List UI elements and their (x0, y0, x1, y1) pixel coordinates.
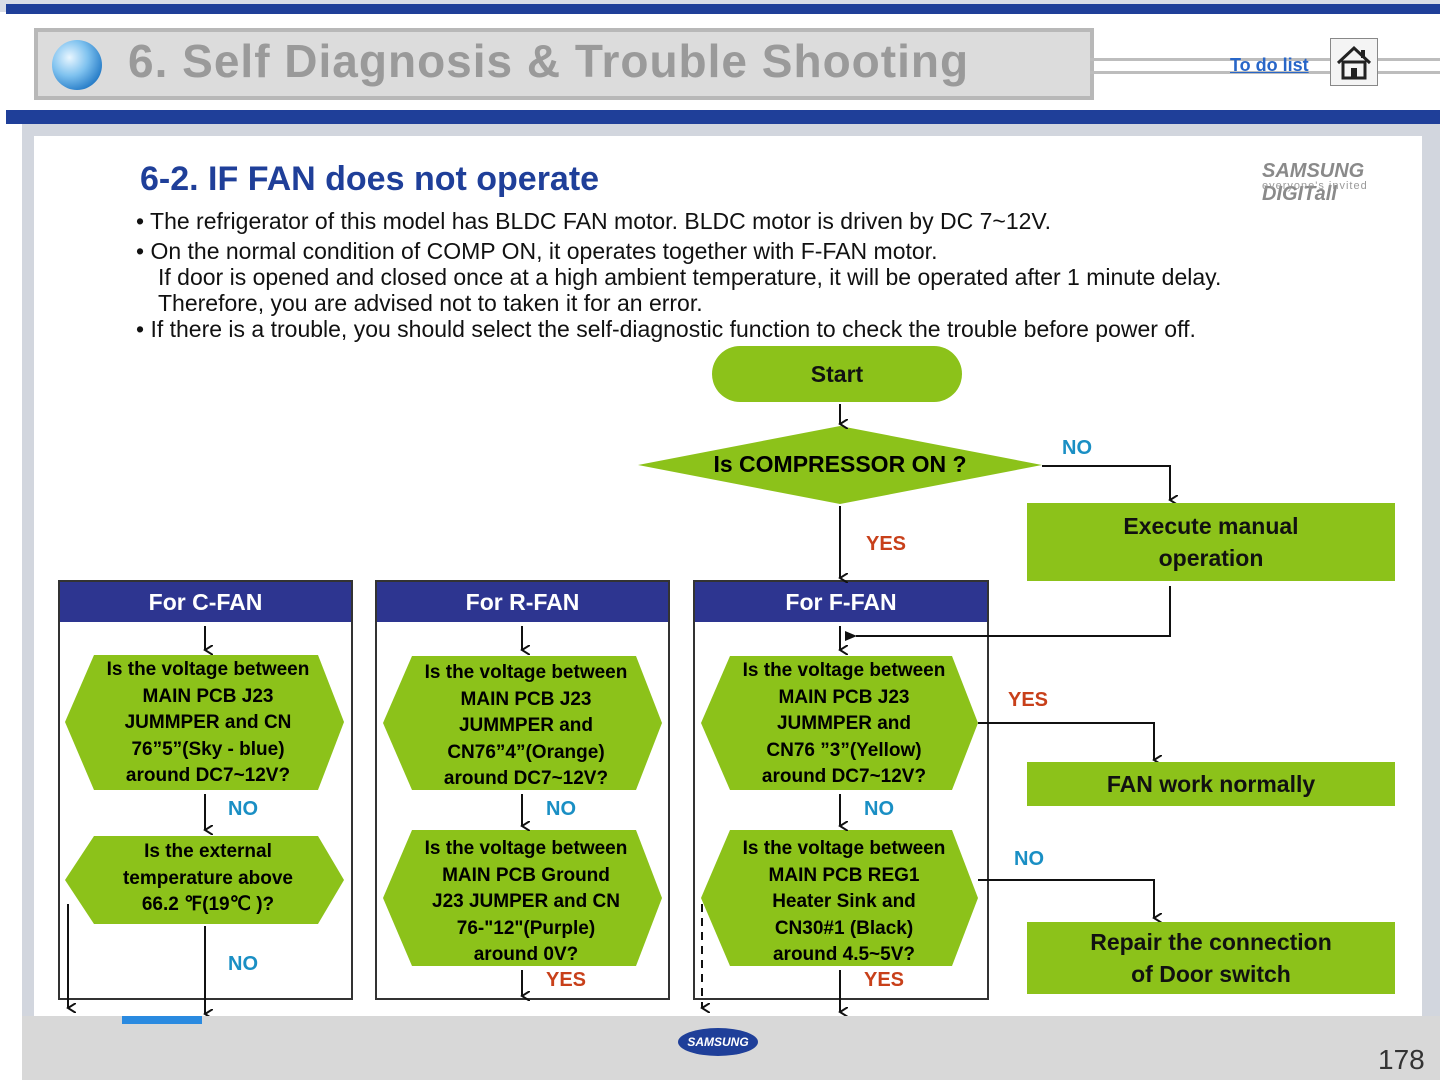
compressor-yes-label: YES (866, 533, 907, 555)
r-fan-q1-line-1: Is the voltage between (424, 662, 628, 683)
r-fan-q2-line-5: around 0V? (473, 944, 579, 965)
c-fan-question-1: Is the voltage between MAIN PCB J23 JUMM… (90, 657, 326, 790)
page-title: 6. Self Diagnosis & Trouble Shooting (128, 35, 970, 87)
c-fan-header: For C-FAN (60, 582, 351, 622)
header-rule (1090, 58, 1440, 74)
r-fan-header: For R-FAN (377, 582, 668, 622)
f-fan-q2-line-2: MAIN PCB REG1 (768, 864, 920, 886)
f-fan-question-2: Is the voltage between MAIN PCB REG1 Hea… (726, 836, 962, 969)
globe-icon (52, 40, 102, 90)
samsung-footer-logo: SAMSUNG (678, 1028, 758, 1056)
r-fan-q1-line-4: CN76”4”(Orange) (447, 741, 605, 763)
blue-band (6, 110, 1440, 124)
compressor-no-label: NO (1062, 437, 1092, 459)
f-fan-q2-line-4: CN30#1 (Black) (774, 917, 914, 939)
c-fan-q2-line-2: temperature above (122, 867, 293, 889)
home-icon (1336, 45, 1372, 80)
compressor-question: Is COMPRESSOR ON ? (713, 451, 967, 477)
c-fan-q1-line-3: JUMMPER and CN (124, 712, 292, 733)
repair-line-2: of Door switch (1131, 961, 1291, 987)
f-fan-no-side-label: NO (1014, 848, 1044, 870)
c-fan-q2-line-3: 66.2 ℉(19℃ )? (141, 894, 275, 915)
f-fan-q1-shape (701, 656, 978, 790)
f-fan-yes-label: YES (864, 969, 905, 991)
bullet-2-cont-2: Therefore, you are advised not to taken … (158, 290, 703, 316)
samsung-tagline: everyone's invited (1262, 180, 1368, 192)
c-fan-question-2: Is the external temperature above 66.2 ℉… (90, 839, 326, 919)
f-fan-header: For F-FAN (695, 582, 987, 622)
f-fan-no-label: NO (864, 798, 894, 820)
home-button[interactable] (1330, 38, 1378, 86)
f-fan-q2-line-3: Heater Sink and (772, 891, 916, 912)
r-fan-q1-line-2: MAIN PCB J23 (460, 688, 592, 710)
bullet-2: • On the normal condition of COMP ON, it… (136, 238, 938, 264)
f-fan-q1-line-2: MAIN PCB J23 (778, 686, 910, 708)
r-fan-q1-line-5: around DC7~12V? (443, 768, 609, 789)
page-number: 178 (1378, 1044, 1425, 1075)
r-fan-question-2: Is the voltage between MAIN PCB Ground J… (408, 836, 644, 969)
todo-list-link[interactable]: To do list (1230, 55, 1309, 75)
start-node: Start (712, 346, 962, 402)
bullet-2-cont-1: If door is opened and closed once at a h… (158, 264, 1222, 290)
footer-accent (122, 1016, 202, 1024)
r-fan-q2-line-4: 76-"12"(Purple) (456, 917, 596, 939)
f-fan-q2-line-1: Is the voltage between (742, 838, 946, 859)
c-fan-q1-line-2: MAIN PCB J23 (142, 685, 274, 707)
bullet-3: • If there is a trouble, you should sele… (136, 316, 1196, 342)
c-fan-q2-line-1: Is the external (144, 841, 272, 862)
f-fan-q2-line-5: around 4.5~5V? (772, 944, 916, 965)
c-fan-q1-line-1: Is the voltage between (106, 659, 310, 680)
bullet-1: • The refrigerator of this model has BLD… (136, 208, 1052, 234)
samsung-digitall-logo: SAMSUNG DIGITall (1262, 160, 1365, 205)
r-fan-q2-line-3: J23 JUMPER and CN (432, 891, 620, 912)
f-fan-q1-line-1: Is the voltage between (742, 660, 946, 681)
r-fan-q2-line-2: MAIN PCB Ground (442, 864, 610, 886)
r-fan-question-1: Is the voltage between MAIN PCB J23 JUMM… (408, 660, 644, 793)
f-fan-q1-line-5: around DC7~12V? (761, 766, 927, 787)
c-fan-q1-shape (65, 655, 344, 790)
repair-door-switch-box: Repair the connection of Door switch (1027, 922, 1395, 994)
r-fan-q2-shape (383, 830, 662, 966)
r-fan-yes-label: YES (546, 969, 587, 991)
r-fan-q1-shape (383, 656, 662, 790)
f-fan-q1-line-3: JUMMPER and (776, 713, 912, 734)
f-fan-yes-side-label: YES (1008, 689, 1049, 711)
f-fan-q1-line-4: CN76 ”3”(Yellow) (766, 739, 922, 761)
execute-manual-line-1: Execute manual (1123, 513, 1299, 539)
c-fan-q1-line-5: around DC7~12V? (125, 765, 291, 786)
r-fan-q1-line-3: JUMMPER and (458, 715, 594, 736)
execute-manual-box: Execute manual operation (1027, 503, 1395, 581)
top-strip (0, 0, 1440, 14)
c-fan-no-label-1: NO (228, 798, 258, 820)
c-fan-q1-line-4: 76”5”(Sky - blue) (131, 738, 285, 760)
repair-line-1: Repair the connection (1090, 929, 1332, 955)
fan-work-normally-box: FAN work normally (1027, 762, 1395, 806)
c-fan-no-label-2: NO (228, 953, 258, 975)
execute-manual-line-2: operation (1158, 545, 1264, 571)
f-fan-question-1: Is the voltage between MAIN PCB J23 JUMM… (726, 658, 962, 791)
f-fan-q2-shape (701, 830, 978, 966)
header-bar (34, 28, 1094, 100)
c-fan-q2-shape (65, 836, 344, 924)
section-title: 6-2. IF FAN does not operate (140, 160, 600, 198)
r-fan-q2-line-1: Is the voltage between (424, 838, 628, 859)
r-fan-no-label: NO (546, 798, 576, 820)
compressor-decision (638, 426, 1042, 504)
